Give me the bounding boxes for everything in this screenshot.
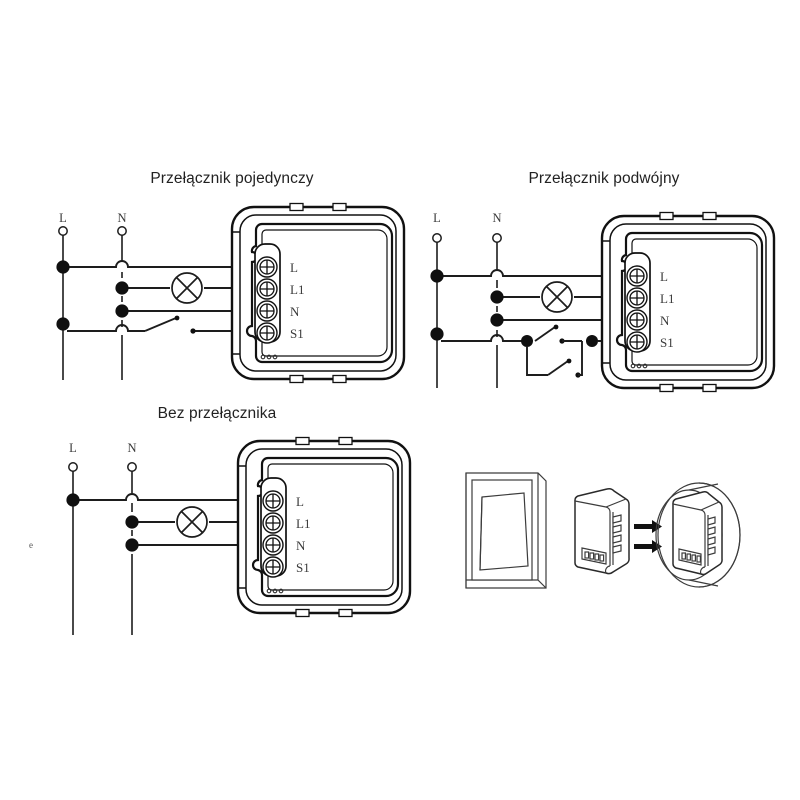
terminal-label-S1-3: S1 — [296, 560, 310, 575]
double-switch-input-node — [521, 335, 533, 347]
terminal-screw-L1-2 — [626, 287, 648, 309]
rail-label-neutral: N — [117, 211, 126, 225]
terminal-screw-L1-3 — [262, 512, 284, 534]
wire-double-switch-lower-branch — [526, 347, 548, 376]
junction-neutral-1-2 — [490, 290, 504, 304]
switch-pivot-dot-upper — [553, 324, 559, 330]
terminal-screw-S1 — [256, 322, 278, 344]
diagram-double-switch: Przełącznik podwójny L N — [430, 170, 776, 393]
terminal-screw-L — [256, 256, 278, 278]
terminal-label-L: L — [290, 260, 298, 275]
rail-terminal-neutral — [117, 226, 127, 236]
junction-neutral-2-2 — [490, 313, 504, 327]
rail-terminal-neutral-2 — [492, 233, 502, 243]
left-edge-artifact: e — [29, 540, 33, 550]
junction-live-1 — [56, 260, 70, 274]
diagram-title-double: Przełącznik podwójny — [528, 170, 679, 187]
rail-label-live-2: L — [433, 211, 441, 225]
switch-pivot-dot-lower — [566, 358, 572, 364]
terminal-screw-L-2 — [626, 265, 648, 287]
junction-live-2-2 — [430, 327, 444, 341]
relay-module-single: L L1 N S1 — [230, 202, 406, 384]
terminal-screw-S1-2 — [626, 331, 648, 353]
rail-label-live-3: L — [69, 441, 77, 455]
junction-live-1-2 — [430, 269, 444, 283]
terminal-screw-L1 — [256, 278, 278, 300]
lamp-symbol-single — [171, 272, 203, 304]
diagram-single-switch: Przełącznik pojedynczy L N — [56, 170, 406, 384]
junction-neutral-1-3 — [125, 515, 139, 529]
round-wall-box — [655, 482, 741, 588]
wire-live-to-double-switch — [441, 334, 527, 342]
junction-live-1-3 — [66, 493, 80, 507]
terminal-label-N-2: N — [660, 313, 670, 328]
product-installation-panel — [465, 472, 741, 589]
rail-terminal-live-3 — [68, 462, 78, 472]
wire-live-to-terminal-L-2 — [441, 269, 626, 277]
wall-switch-plate — [465, 472, 547, 589]
junction-neutral-2-3 — [125, 538, 139, 552]
wire-lower-contact-to-bus — [578, 341, 583, 376]
terminal-label-L1-2: L1 — [660, 291, 674, 306]
diagram-title-noswitch: Bez przełącznika — [158, 405, 277, 422]
wire-live-to-switch — [67, 324, 145, 332]
relay-module-noswitch: L L1 N S1 — [236, 436, 412, 618]
rail-terminal-live-2 — [432, 233, 442, 243]
terminal-label-N: N — [290, 304, 300, 319]
rail-label-neutral-2: N — [492, 211, 501, 225]
diagram-title-single: Przełącznik pojedynczy — [150, 170, 313, 187]
rail-terminal-neutral-3 — [127, 462, 137, 472]
diagram-no-switch: Bez przełącznika L N — [66, 405, 412, 635]
switch-pivot-dot-single — [174, 315, 180, 321]
terminal-label-L-2: L — [660, 269, 668, 284]
wire-live-to-terminal-L-3 — [77, 493, 262, 501]
rail-terminal-live — [58, 226, 68, 236]
junction-neutral-1 — [115, 281, 129, 295]
relay-module-3d — [574, 488, 630, 575]
terminal-screw-N — [256, 300, 278, 322]
terminal-label-S1-2: S1 — [660, 335, 674, 350]
junction-live-2 — [56, 317, 70, 331]
switch-lever-single — [144, 317, 177, 332]
install-arrow-bottom — [634, 540, 662, 553]
switch-lever-lower — [547, 360, 569, 376]
lamp-symbol-noswitch — [176, 506, 208, 538]
terminal-screw-S1-3 — [262, 556, 284, 578]
install-arrow-top — [634, 520, 662, 533]
relay-module-terminal-dots — [584, 551, 605, 562]
inserted-module-terminal-dots — [681, 552, 702, 563]
terminal-label-L1-3: L1 — [296, 516, 310, 531]
switch-lever-upper — [534, 326, 556, 342]
terminal-label-L-3: L — [296, 494, 304, 509]
lamp-symbol-double — [541, 281, 573, 313]
double-switch-output-node — [586, 335, 598, 347]
relay-module-double: L L1 N S1 — [600, 211, 776, 393]
switch-contact-dot-single — [190, 328, 196, 334]
terminal-screw-L-3 — [262, 490, 284, 512]
junction-neutral-2 — [115, 304, 129, 318]
terminal-label-N-3: N — [296, 538, 306, 553]
terminal-label-L1: L1 — [290, 282, 304, 297]
wire-live-to-terminal-L — [67, 260, 256, 268]
rail-label-neutral-3: N — [127, 441, 136, 455]
terminal-label-S1: S1 — [290, 326, 304, 341]
terminal-screw-N-3 — [262, 534, 284, 556]
rail-label-live: L — [59, 211, 67, 225]
terminal-screw-N-2 — [626, 309, 648, 331]
